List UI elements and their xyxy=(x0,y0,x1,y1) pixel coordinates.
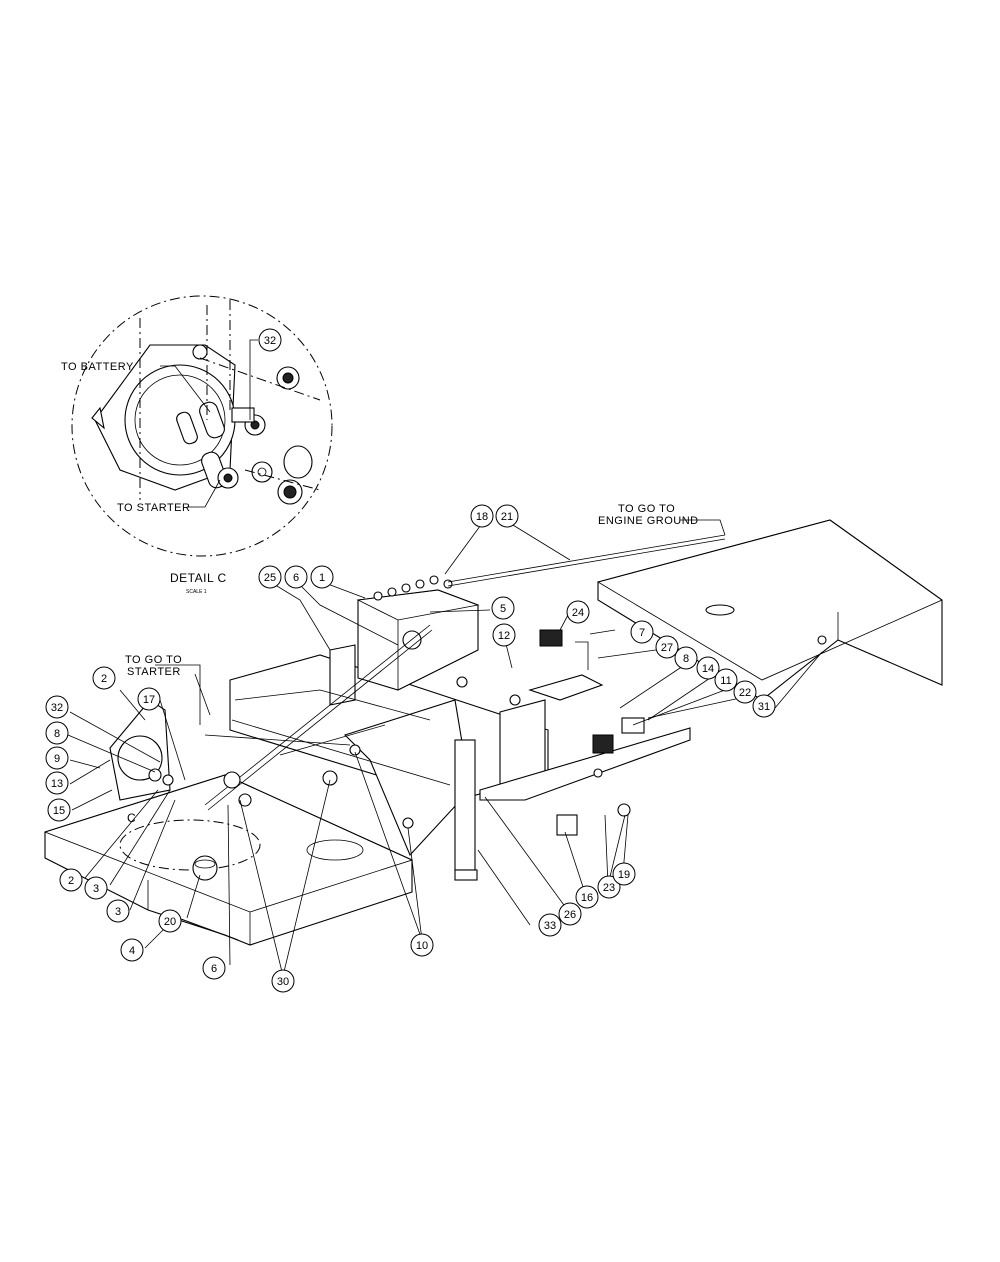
callout-23: 23 xyxy=(597,875,621,899)
view-marker-c: C xyxy=(127,811,136,825)
callout-27: 27 xyxy=(655,635,679,659)
svg-text:26: 26 xyxy=(564,909,576,921)
callout-33: 33 xyxy=(538,913,562,937)
switch-panel xyxy=(479,717,691,836)
svg-text:21: 21 xyxy=(501,511,513,523)
svg-text:32: 32 xyxy=(264,335,276,347)
svg-text:2: 2 xyxy=(68,875,74,887)
svg-text:7: 7 xyxy=(639,627,645,639)
callout-22: 22 xyxy=(733,680,757,704)
callout-2: 2 xyxy=(92,666,116,690)
callout-32: 32 xyxy=(258,328,282,352)
detail-solenoid xyxy=(91,300,321,505)
svg-text:3: 3 xyxy=(115,906,121,918)
callout-8: 8 xyxy=(674,646,698,670)
detail-c-title: DETAIL C xyxy=(170,571,227,585)
callout-17: 17 xyxy=(137,687,161,711)
callout-30: 30 xyxy=(271,969,295,993)
callout-15: 15 xyxy=(47,798,71,822)
svg-text:32: 32 xyxy=(51,702,63,714)
small-hardware xyxy=(223,635,827,829)
callout-9: 9 xyxy=(45,746,69,770)
svg-text:16: 16 xyxy=(581,892,593,904)
callout-3: 3 xyxy=(84,876,108,900)
callout-21: 21 xyxy=(495,504,519,528)
svg-text:22: 22 xyxy=(739,687,751,699)
svg-text:27: 27 xyxy=(661,642,673,654)
callout-8: 8 xyxy=(45,721,69,745)
svg-text:19: 19 xyxy=(618,869,630,881)
callout-13: 13 xyxy=(45,771,69,795)
to-go-to-engine-label-2: ENGINE GROUND xyxy=(598,515,699,527)
to-go-to-starter-label-1: TO GO TO xyxy=(125,654,182,666)
callout-18: 18 xyxy=(470,504,494,528)
svg-text:14: 14 xyxy=(702,663,714,675)
svg-text:5: 5 xyxy=(500,603,506,615)
callout-11: 11 xyxy=(714,668,738,692)
svg-text:3: 3 xyxy=(93,883,99,895)
svg-text:10: 10 xyxy=(416,940,428,952)
svg-text:11: 11 xyxy=(720,675,731,687)
hold-down-strap xyxy=(454,739,478,881)
detail-c-scale: SCALE 1 xyxy=(186,589,207,595)
svg-text:13: 13 xyxy=(51,778,63,790)
svg-text:20: 20 xyxy=(164,916,176,928)
to-go-to-starter-label-2: STARTER xyxy=(127,666,181,678)
callout-10: 10 xyxy=(410,933,434,957)
svg-text:15: 15 xyxy=(53,805,65,817)
svg-text:8: 8 xyxy=(683,653,689,665)
callout-14: 14 xyxy=(696,656,720,680)
svg-text:6: 6 xyxy=(211,963,217,975)
starter-solenoid xyxy=(109,699,174,801)
svg-text:25: 25 xyxy=(264,572,276,584)
to-battery-label: TO BATTERY xyxy=(61,361,134,373)
callout-1: 1 xyxy=(310,565,334,589)
note-labels: TO GO TO STARTER TO GO TO ENGINE GROUND … xyxy=(125,503,699,825)
svg-text:23: 23 xyxy=(603,882,615,894)
callout-6: 6 xyxy=(202,956,226,980)
to-starter-label: TO STARTER xyxy=(117,502,190,514)
callout-31: 31 xyxy=(752,694,776,718)
detail-c-view: TO BATTERY TO STARTER DETAIL C SCALE 1 xyxy=(61,295,333,595)
svg-text:18: 18 xyxy=(476,511,488,523)
svg-text:33: 33 xyxy=(544,920,556,932)
callout-20: 20 xyxy=(158,909,182,933)
battery xyxy=(356,575,480,691)
callout-12: 12 xyxy=(492,623,516,647)
svg-text:1: 1 xyxy=(319,572,325,584)
leader-lines xyxy=(67,519,823,977)
svg-text:24: 24 xyxy=(572,607,584,619)
callout-3: 3 xyxy=(106,899,130,923)
callout-5: 5 xyxy=(491,596,515,620)
svg-text:12: 12 xyxy=(498,630,510,642)
relay-bracket xyxy=(528,629,604,701)
svg-text:30: 30 xyxy=(277,976,289,988)
callout-7: 7 xyxy=(630,620,654,644)
svg-text:17: 17 xyxy=(143,694,155,706)
svg-text:4: 4 xyxy=(129,945,135,957)
engine-plate xyxy=(596,519,943,701)
callout-19: 19 xyxy=(612,862,636,886)
callout-16: 16 xyxy=(575,885,599,909)
callout-2: 2 xyxy=(59,868,83,892)
svg-text:2: 2 xyxy=(101,673,107,685)
callout-32: 32 xyxy=(45,695,69,719)
callout-24: 24 xyxy=(566,600,590,624)
svg-text:8: 8 xyxy=(54,728,60,740)
to-go-to-engine-label-1: TO GO TO xyxy=(618,503,675,515)
svg-text:9: 9 xyxy=(54,753,60,765)
svg-text:31: 31 xyxy=(758,701,770,713)
callout-4: 4 xyxy=(120,938,144,962)
svg-text:6: 6 xyxy=(293,572,299,584)
callout-6: 6 xyxy=(284,565,308,589)
callouts: 32 18 21 25 6 1 5 24 7 12 27 8 14 11 22 … xyxy=(45,328,776,993)
callout-26: 26 xyxy=(558,902,582,926)
callout-25: 25 xyxy=(258,565,282,589)
